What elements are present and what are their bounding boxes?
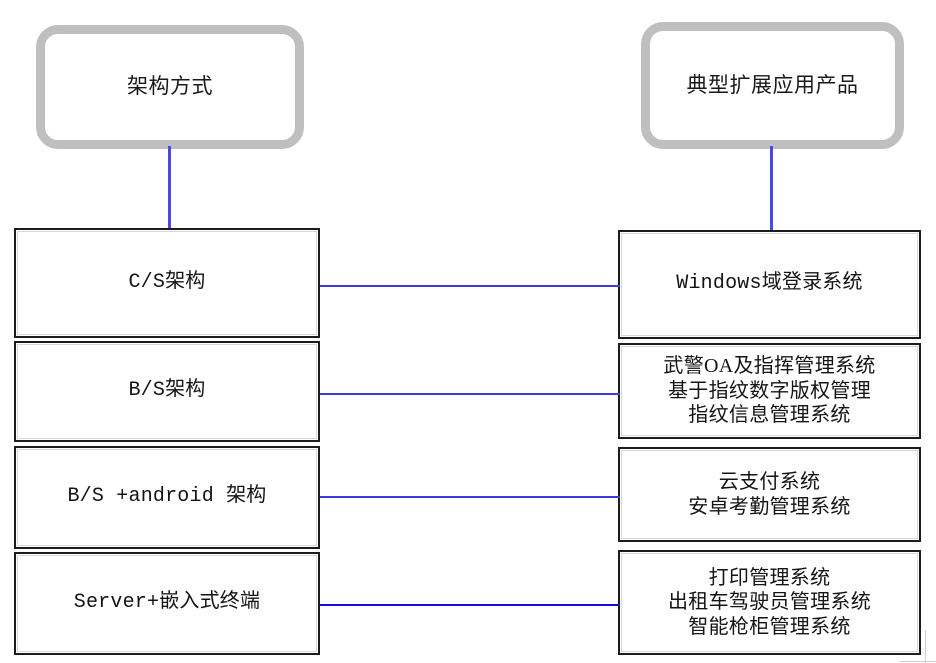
connector-header-left-to-column bbox=[168, 146, 171, 230]
product-box-armed-police-oa-label: 武警OA及指挥管理系统 基于指纹数字版权管理 指纹信息管理系统 bbox=[663, 355, 876, 427]
header-architecture-method-label: 架构方式 bbox=[127, 74, 213, 99]
architecture-box-server-embedded-label: Server+嵌入式终端 bbox=[73, 591, 261, 615]
architecture-box-cs[interactable]: C/S架构 bbox=[14, 228, 320, 338]
product-box-armed-police-oa[interactable]: 武警OA及指挥管理系统 基于指纹数字版权管理 指纹信息管理系统 bbox=[618, 343, 921, 439]
product-box-print-management-label: 打印管理系统 出租车驾驶员管理系统 智能枪柜管理系统 bbox=[668, 566, 871, 638]
connector-header-right-to-column bbox=[770, 146, 773, 230]
product-box-print-management[interactable]: 打印管理系统 出租车驾驶员管理系统 智能枪柜管理系统 bbox=[618, 550, 921, 655]
header-typical-products-label: 典型扩展应用产品 bbox=[686, 72, 859, 97]
connector-bs-android-to-cloud-payment bbox=[320, 496, 620, 498]
edge-artifact-vertical bbox=[925, 630, 926, 663]
edge-artifact-horizontal bbox=[900, 661, 936, 662]
architecture-box-bs-android[interactable]: B/S +android 架构 bbox=[14, 446, 320, 549]
header-typical-products[interactable]: 典型扩展应用产品 bbox=[641, 22, 904, 149]
architecture-box-server-embedded[interactable]: Server+嵌入式终端 bbox=[14, 552, 320, 655]
connector-cs-to-windows-domain-login bbox=[320, 285, 620, 287]
header-architecture-method[interactable]: 架构方式 bbox=[36, 25, 304, 149]
architecture-box-bs-label: B/S架构 bbox=[128, 379, 206, 403]
architecture-box-bs-android-label: B/S +android 架构 bbox=[67, 485, 267, 509]
product-box-windows-domain-login[interactable]: Windows域登录系统 bbox=[618, 230, 921, 339]
architecture-box-bs[interactable]: B/S架构 bbox=[14, 341, 320, 442]
connector-bs-to-armed-police-oa bbox=[320, 393, 620, 395]
product-box-windows-domain-login-label: Windows域登录系统 bbox=[676, 272, 863, 296]
product-box-cloud-payment[interactable]: 云支付系统 安卓考勤管理系统 bbox=[618, 447, 921, 542]
architecture-box-cs-label: C/S架构 bbox=[128, 270, 206, 294]
connector-server-embedded-to-print-management bbox=[320, 604, 620, 606]
product-box-cloud-payment-label: 云支付系统 安卓考勤管理系统 bbox=[688, 471, 851, 518]
